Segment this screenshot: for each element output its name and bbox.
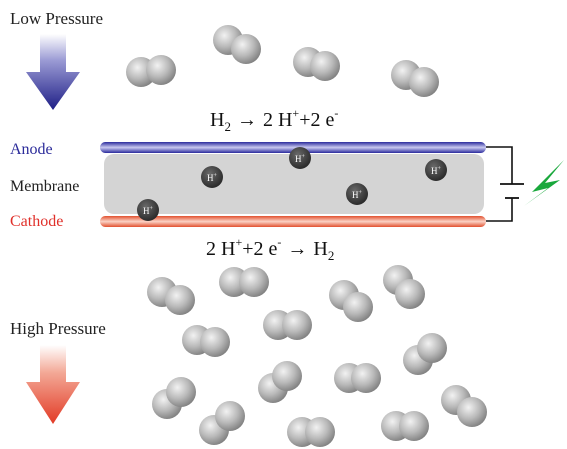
- cathode-label: Cathode: [10, 213, 63, 230]
- svg-text:H+: H+: [352, 190, 363, 200]
- h2-molecule: [263, 310, 312, 340]
- proton: H+: [289, 147, 311, 169]
- h2-molecule: [334, 363, 381, 393]
- h2-molecule: [287, 417, 335, 447]
- h2-molecule: [293, 47, 340, 81]
- anode-reaction-equation: H2→2 H++2 e-: [210, 106, 338, 134]
- h2-molecule: [147, 277, 195, 315]
- h2-molecule: [391, 60, 439, 97]
- h2-molecule: [381, 411, 429, 441]
- h2-molecule: [152, 377, 196, 419]
- h2-molecule: [329, 280, 373, 322]
- svg-text:H+: H+: [431, 166, 442, 176]
- high-pressure-arrow: [26, 345, 80, 424]
- membrane: [104, 154, 484, 214]
- lightning-icon: [524, 160, 564, 206]
- circuit-wire: [486, 146, 513, 222]
- membrane-label: Membrane: [10, 178, 79, 195]
- h2-molecule: [383, 265, 425, 309]
- proton: H+: [425, 159, 447, 181]
- low-pressure-label: Low Pressure: [10, 9, 103, 28]
- h2-molecule: [213, 25, 261, 64]
- h2-molecule: [126, 55, 176, 87]
- h2-molecule: [403, 333, 447, 375]
- cathode-reaction-equation: 2 H++2 e-→H2: [206, 235, 334, 263]
- svg-text:H+: H+: [295, 154, 306, 164]
- h2-molecule: [441, 385, 487, 427]
- proton: H+: [346, 183, 368, 205]
- anode-label: Anode: [10, 141, 53, 158]
- cathode-electrode: [100, 216, 486, 227]
- h2-molecule: [219, 267, 269, 297]
- h2-molecule: [199, 401, 245, 445]
- anode-electrode: [100, 142, 486, 153]
- high-pressure-label: High Pressure: [10, 319, 106, 338]
- battery-icon: [500, 180, 524, 203]
- proton: H+: [201, 166, 223, 188]
- svg-text:H+: H+: [207, 173, 218, 183]
- h2-molecule: [258, 361, 302, 403]
- proton: H+: [137, 199, 159, 221]
- svg-text:H+: H+: [143, 206, 154, 216]
- h2-molecule: [182, 325, 230, 357]
- low-pressure-arrow: [26, 34, 80, 110]
